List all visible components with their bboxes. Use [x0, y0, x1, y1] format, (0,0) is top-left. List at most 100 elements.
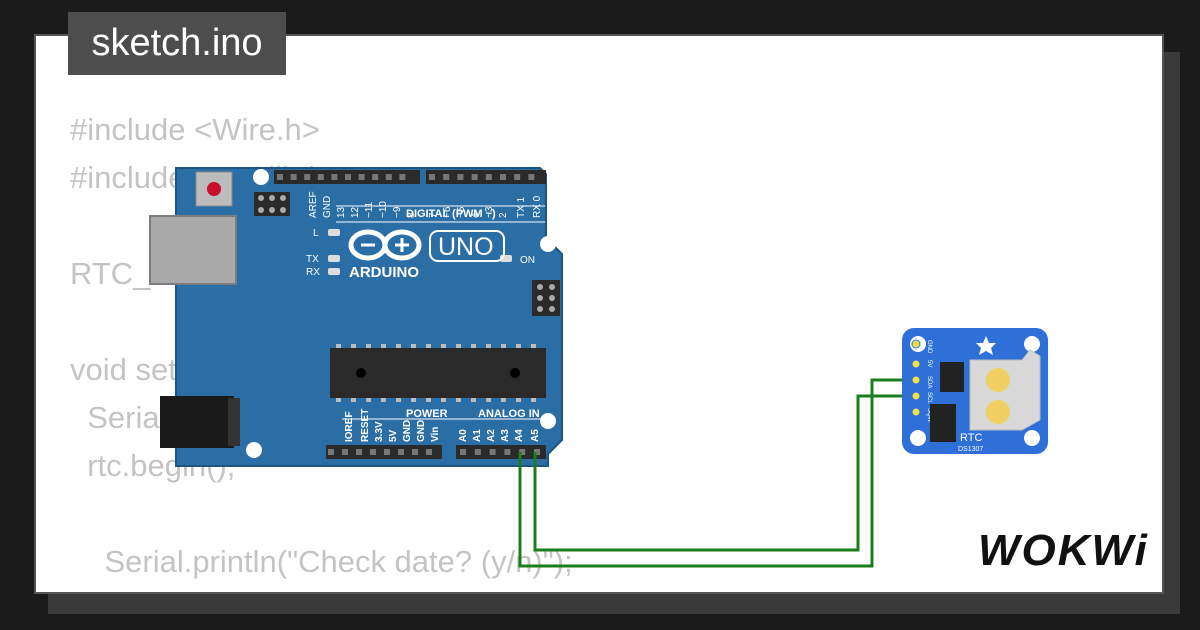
analog-pin-label: A0	[458, 429, 469, 442]
led-l	[328, 229, 340, 236]
digital-pin-label: RX 0	[532, 195, 543, 218]
board-brand-label: ARDUINO	[349, 264, 419, 281]
power-pin-label: GND	[416, 420, 427, 442]
header-hole[interactable]	[474, 449, 481, 455]
header-hole[interactable]	[443, 174, 450, 180]
analog-pin-label: A4	[514, 429, 525, 442]
analog-pin-label: A5	[530, 429, 541, 442]
header-hole[interactable]	[399, 174, 406, 180]
digital-pin-label: 13	[336, 206, 347, 218]
header-hole[interactable]	[356, 449, 362, 455]
digital-pin-label: ~3	[484, 206, 495, 218]
mounting-hole	[1024, 336, 1040, 352]
header-hole[interactable]	[370, 449, 376, 455]
code-line: #include <Wire.h>	[70, 112, 320, 147]
battery-holder	[969, 349, 1041, 431]
mounting-hole	[540, 236, 556, 252]
power-header-label: POWER	[406, 408, 448, 420]
led-rx	[328, 268, 340, 275]
power-pin-label: IOREF	[344, 411, 355, 442]
board-model-label: UNO	[438, 233, 494, 261]
analog-pin-label: A3	[500, 429, 511, 442]
power-pin-label: 3.3V	[374, 421, 385, 442]
header-hole[interactable]	[500, 174, 506, 180]
uno-label-box	[429, 230, 505, 262]
rtc-pin-label: 5V	[926, 360, 932, 367]
header-hole[interactable]	[504, 449, 511, 455]
mounting-hole	[540, 413, 556, 429]
header-hole[interactable]	[317, 174, 324, 180]
wokwi-logo: WOKWi	[978, 526, 1149, 575]
header-hole[interactable]	[485, 174, 492, 180]
reset-button-cap	[207, 182, 221, 196]
header-hole[interactable]	[412, 449, 418, 455]
header-hole[interactable]	[514, 174, 521, 180]
header-hole[interactable]	[358, 174, 365, 180]
header-hole[interactable]	[290, 174, 297, 180]
header-hole[interactable]	[331, 174, 338, 180]
analog-header	[456, 445, 546, 459]
adafruit-star-icon	[976, 336, 996, 355]
header-hole[interactable]	[304, 174, 311, 180]
header-hole[interactable]	[471, 174, 478, 180]
digital-pin-label: 12	[350, 206, 361, 218]
mounting-hole	[910, 430, 926, 446]
digital-pin-label: ~5	[456, 206, 467, 218]
digital-pin-label: ~6	[442, 206, 453, 218]
power-pin-label: GND	[402, 420, 413, 442]
header-hole[interactable]	[489, 449, 496, 455]
digital-pin-label: 7	[428, 212, 439, 218]
header-hole[interactable]	[385, 174, 392, 180]
header-hole[interactable]	[328, 449, 334, 455]
led-tx	[328, 255, 340, 262]
digital-pin-label: TX 1	[516, 196, 527, 218]
header-hole[interactable]	[345, 174, 351, 180]
header-hole[interactable]	[384, 449, 390, 455]
digital-header-label: DIGITAL (PWM ~)	[406, 208, 496, 220]
header-hole[interactable]	[429, 174, 435, 180]
rtc-pin-pads	[911, 339, 921, 417]
digital-pin-label: 4	[470, 212, 481, 218]
led-tx-label: TX	[306, 254, 319, 265]
mounting-hole	[1024, 430, 1040, 446]
rtc-chip-label: DS1307	[958, 446, 983, 453]
header-hole[interactable]	[398, 449, 404, 455]
rtc-pin[interactable]	[911, 339, 921, 349]
rtc-chip	[940, 362, 964, 392]
power-pin-label: Vin	[430, 427, 441, 442]
rtc-pin-label: SCL	[926, 392, 932, 404]
rtc-pin[interactable]	[911, 359, 921, 369]
header-hole[interactable]	[528, 174, 535, 180]
wire-a4-sda[interactable]	[518, 378, 916, 568]
header-hole[interactable]	[342, 449, 348, 455]
bottom-header-holes	[328, 449, 540, 455]
digital-pin-label: ~9	[392, 206, 403, 218]
digital-pin-label: 8	[406, 212, 417, 218]
header-hole[interactable]	[426, 449, 432, 455]
header-hole[interactable]	[277, 174, 283, 180]
header-hole[interactable]	[519, 449, 526, 455]
wire-a5-scl[interactable]	[533, 394, 916, 552]
header-hole[interactable]	[372, 174, 379, 180]
header-hole[interactable]	[534, 449, 540, 455]
header-hole[interactable]	[457, 174, 464, 180]
digital-pin-label: AREF	[308, 191, 319, 218]
digital-pin-label: GND	[322, 196, 333, 218]
header-hole[interactable]	[460, 449, 466, 455]
rtc-pin[interactable]	[911, 375, 921, 385]
rtc-name-label: RTC	[960, 432, 982, 444]
rtc-pin[interactable]	[911, 391, 921, 401]
digital-pin-label: ~10	[378, 201, 389, 218]
wires[interactable]	[518, 378, 916, 568]
rtc-pin[interactable]	[911, 407, 921, 417]
rtc-pin-label: GND	[926, 340, 932, 354]
usb-port	[149, 215, 237, 285]
digital-pin-label: ~11	[364, 201, 375, 218]
